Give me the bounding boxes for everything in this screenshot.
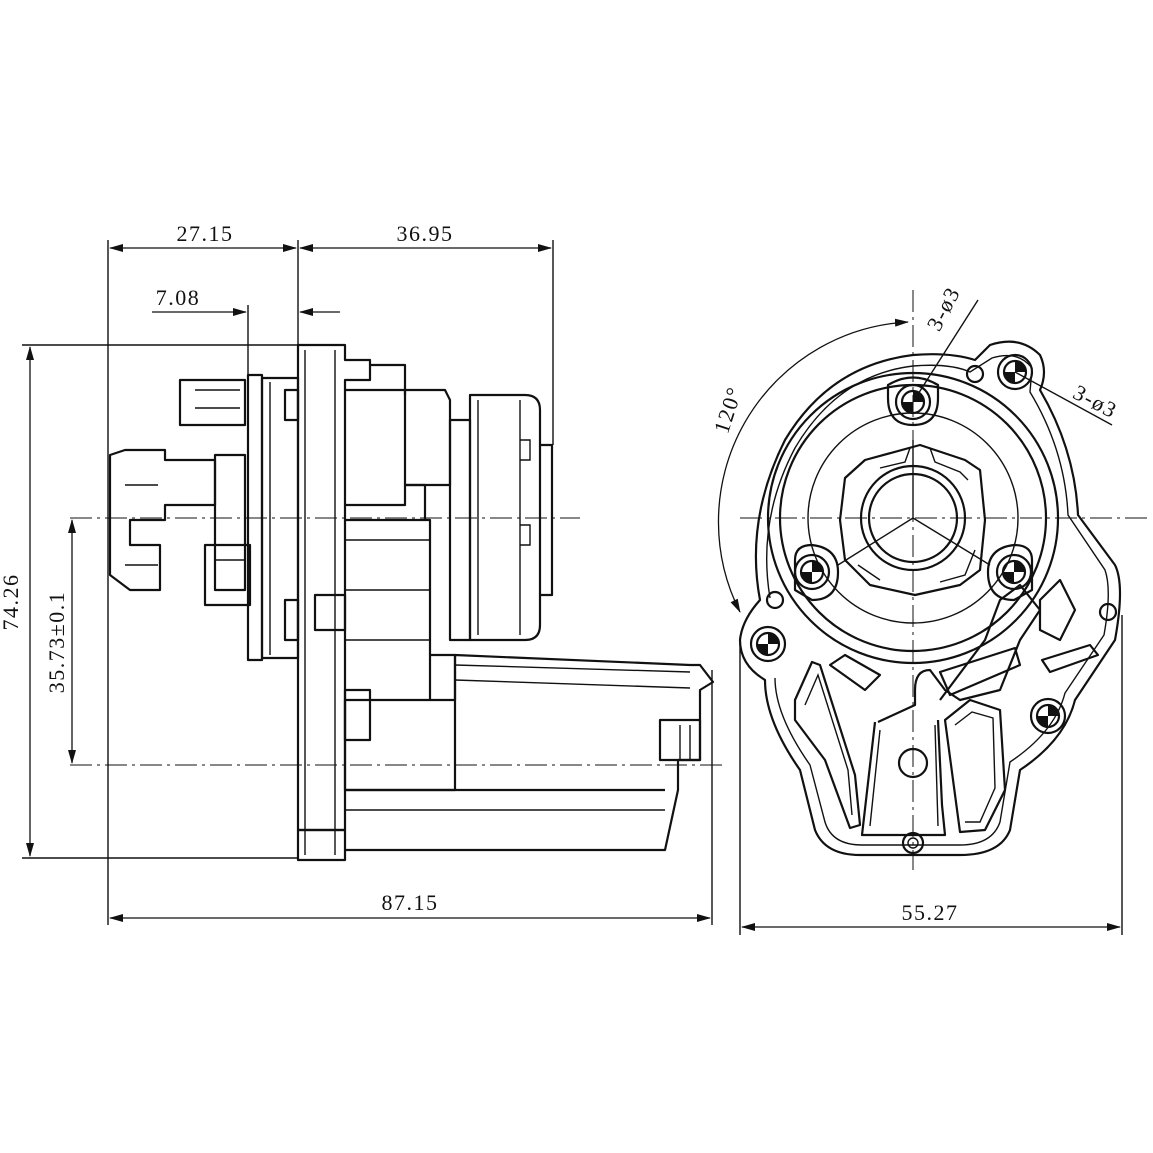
dim-27-15: 27.15: [177, 221, 234, 246]
output-drum: [448, 393, 554, 642]
side-view: 27.15 36.95 7.08 87.15 74.26 35.73±0.1: [0, 221, 725, 925]
dim-36-95: 36.95: [397, 221, 454, 246]
dim-87-15: 87.15: [382, 890, 439, 915]
dim-35-73: 35.73±0.1: [44, 591, 69, 694]
flange-ribs: [793, 578, 1100, 837]
angle-arc: [717, 318, 909, 613]
dim-55-27: 55.27: [902, 900, 959, 925]
front-view: 55.27 120° 3-ø3 3-ø3: [709, 282, 1150, 935]
leader-top: [912, 299, 979, 403]
side-dimensions: [22, 240, 713, 925]
leader-side: [1014, 371, 1113, 426]
motor-can: [343, 653, 715, 852]
flange-hole-left: [749, 590, 787, 663]
flange-hole-bottom-right: [1029, 602, 1118, 735]
flange-hole-bottom: [897, 747, 929, 855]
housing-body: [296, 343, 457, 862]
ring-mount-right: [986, 543, 1034, 602]
connector-body: [108, 378, 252, 607]
callout-top-holes: 3-ø3: [921, 282, 965, 335]
dim-74-26: 74.26: [0, 574, 23, 631]
dim-7-08: 7.08: [156, 285, 201, 310]
